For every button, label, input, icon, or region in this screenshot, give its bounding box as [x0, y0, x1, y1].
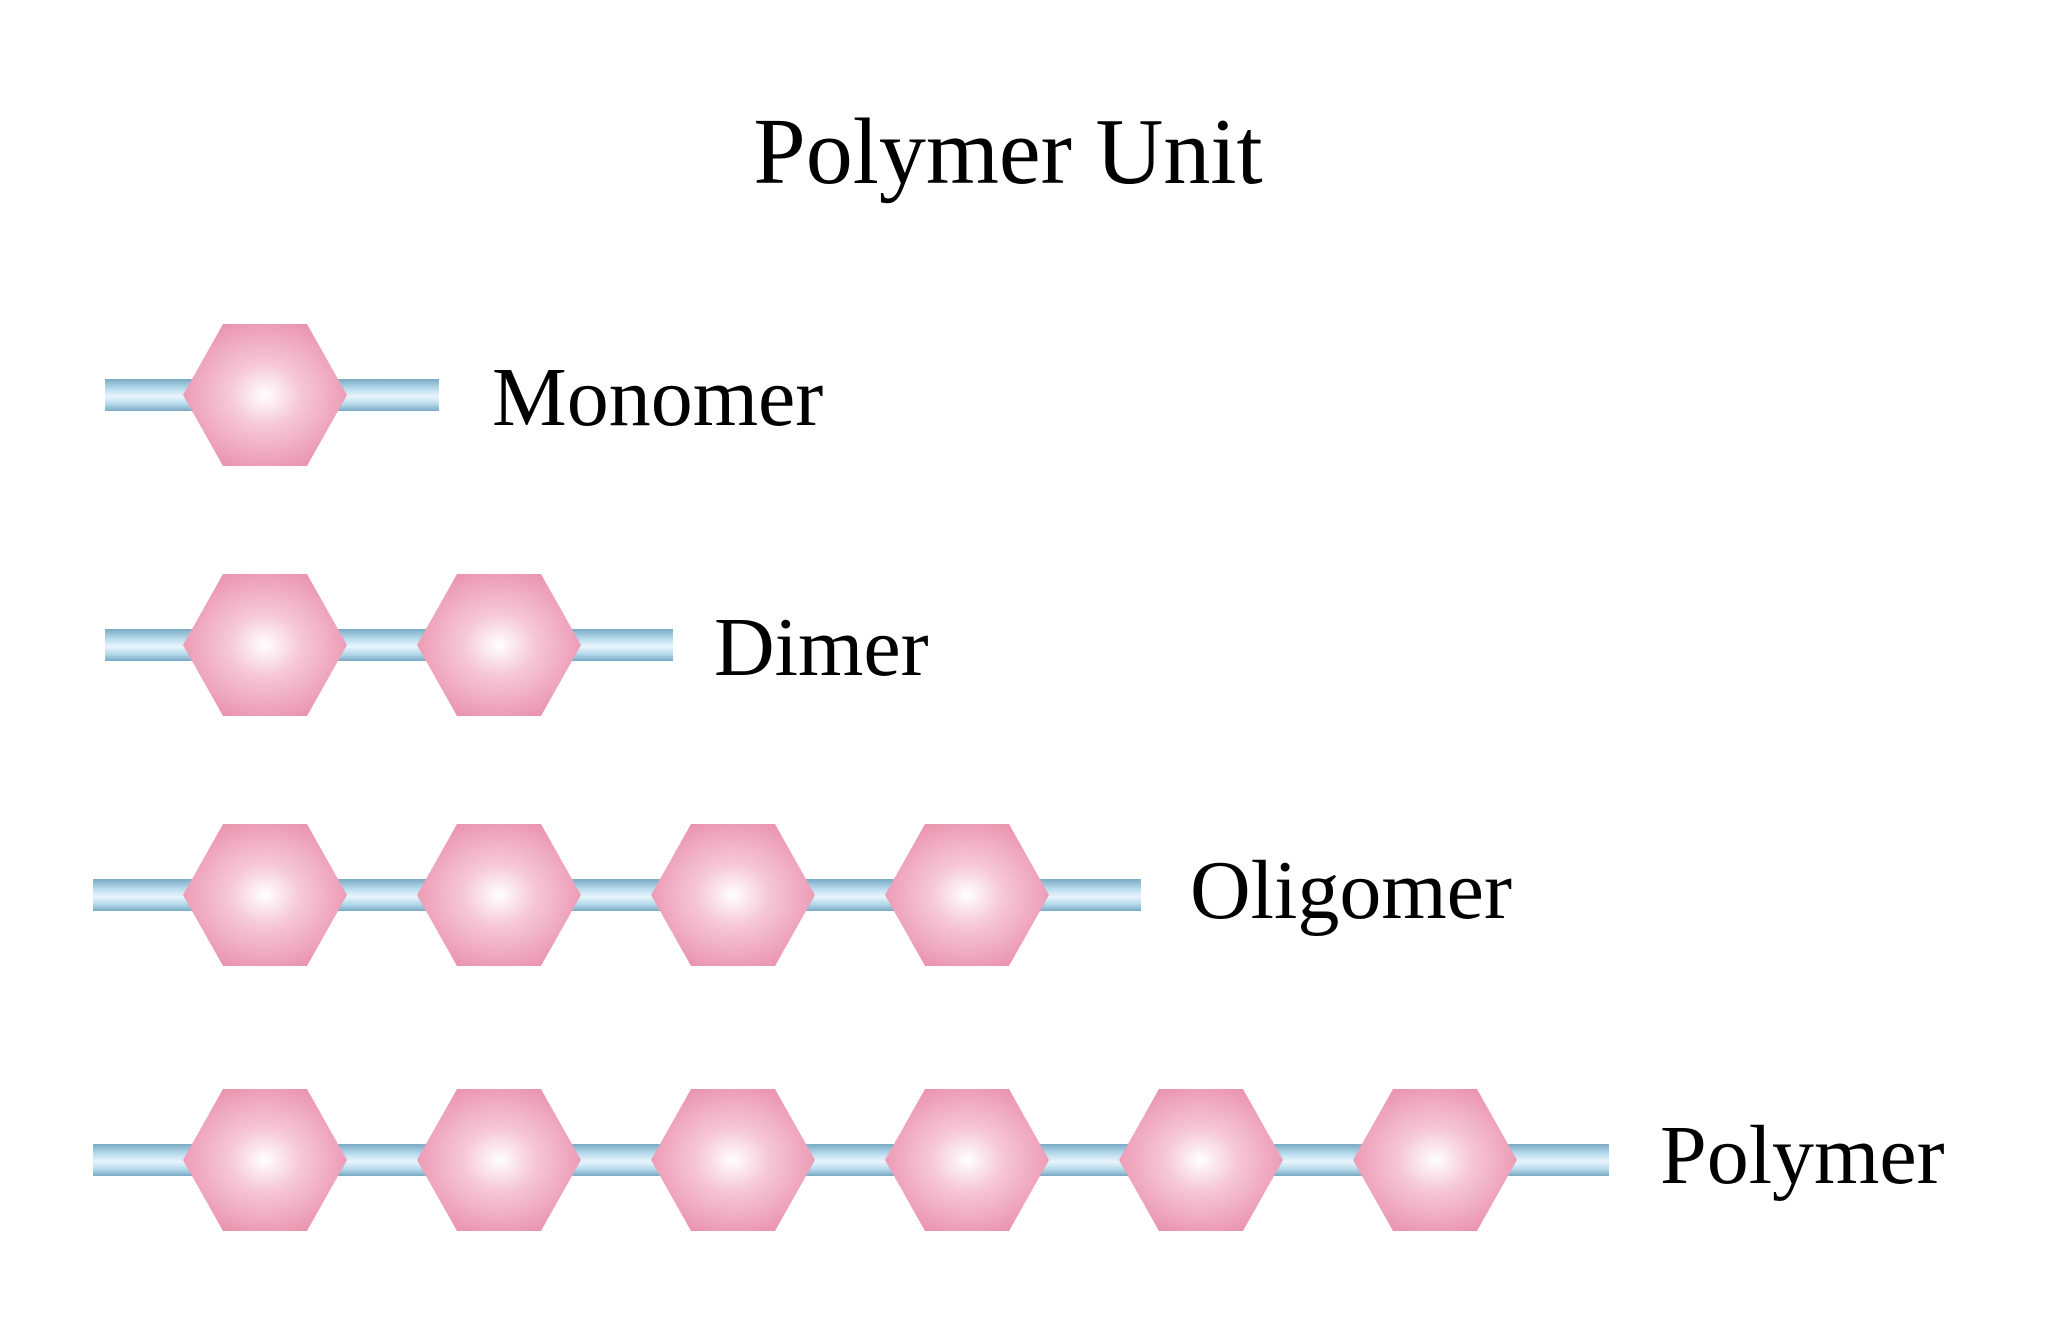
monomer-unit-hexagon: [651, 1089, 815, 1231]
monomer-unit-hexagon: [885, 824, 1049, 966]
monomer-unit-hexagon: [651, 824, 815, 966]
row-label-dimer: Dimer: [714, 601, 929, 694]
monomer-unit-hexagon: [183, 824, 347, 966]
monomer-unit-hexagon: [183, 324, 347, 466]
row-label-oligomer: Oligomer: [1190, 844, 1512, 937]
monomer-unit-hexagon: [183, 574, 347, 716]
row-label-monomer: Monomer: [492, 351, 823, 444]
monomer-unit-hexagon: [417, 574, 581, 716]
row-polymer: Polymer: [93, 1089, 1945, 1231]
row-oligomer: Oligomer: [93, 824, 1512, 966]
monomer-unit-hexagon: [1353, 1089, 1517, 1231]
row-label-polymer: Polymer: [1660, 1109, 1945, 1202]
monomer-unit-hexagon: [417, 1089, 581, 1231]
monomer-unit-hexagon: [417, 824, 581, 966]
diagram-title: Polymer Unit: [753, 100, 1262, 204]
monomer-unit-hexagon: [183, 1089, 347, 1231]
monomer-unit-hexagon: [1119, 1089, 1283, 1231]
row-monomer: Monomer: [105, 324, 823, 466]
monomer-unit-hexagon: [885, 1089, 1049, 1231]
row-dimer: Dimer: [105, 574, 929, 716]
